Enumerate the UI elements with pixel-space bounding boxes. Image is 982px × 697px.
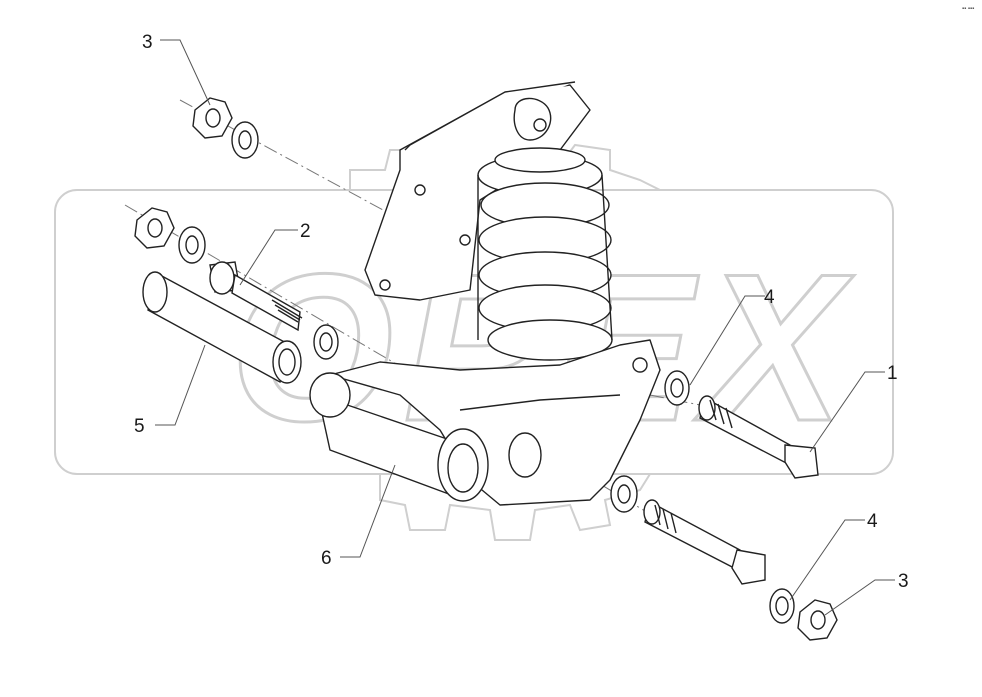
leader-lines bbox=[155, 39, 895, 616]
callout-labels: 3 2 5 4 1 6 4 3 bbox=[134, 32, 909, 592]
washer-lower-left bbox=[610, 475, 638, 513]
pivot-tube bbox=[309, 372, 489, 502]
bolt-part-2 bbox=[209, 261, 303, 332]
nut-top bbox=[192, 97, 233, 139]
washer-part-4-mid bbox=[664, 370, 690, 406]
label-2: 2 bbox=[300, 221, 311, 242]
label-4-bottom: 4 bbox=[867, 511, 878, 532]
label-4-mid: 4 bbox=[764, 287, 775, 308]
washer-part-4-bottom bbox=[769, 588, 795, 624]
bushing-tube-part-5 bbox=[142, 271, 302, 384]
spring-bracket-assembly bbox=[309, 81, 661, 506]
washers bbox=[178, 121, 795, 624]
label-3-top: 3 bbox=[142, 32, 153, 53]
nut-left bbox=[134, 207, 175, 249]
label-3-bottom: 3 bbox=[898, 571, 909, 592]
washer-center bbox=[313, 324, 339, 360]
washer-top bbox=[231, 121, 259, 159]
label-1: 1 bbox=[887, 363, 898, 384]
washer-left bbox=[178, 226, 206, 264]
nuts bbox=[134, 97, 838, 641]
bolt-part-1 bbox=[698, 395, 819, 479]
nut-bottom bbox=[797, 599, 838, 641]
bolt-lower bbox=[643, 499, 766, 585]
label-6: 6 bbox=[321, 548, 332, 569]
label-5: 5 bbox=[134, 416, 145, 437]
coil-spring bbox=[477, 147, 613, 361]
corner-mark: ▪▪ ▪▪▪ bbox=[962, 6, 974, 12]
